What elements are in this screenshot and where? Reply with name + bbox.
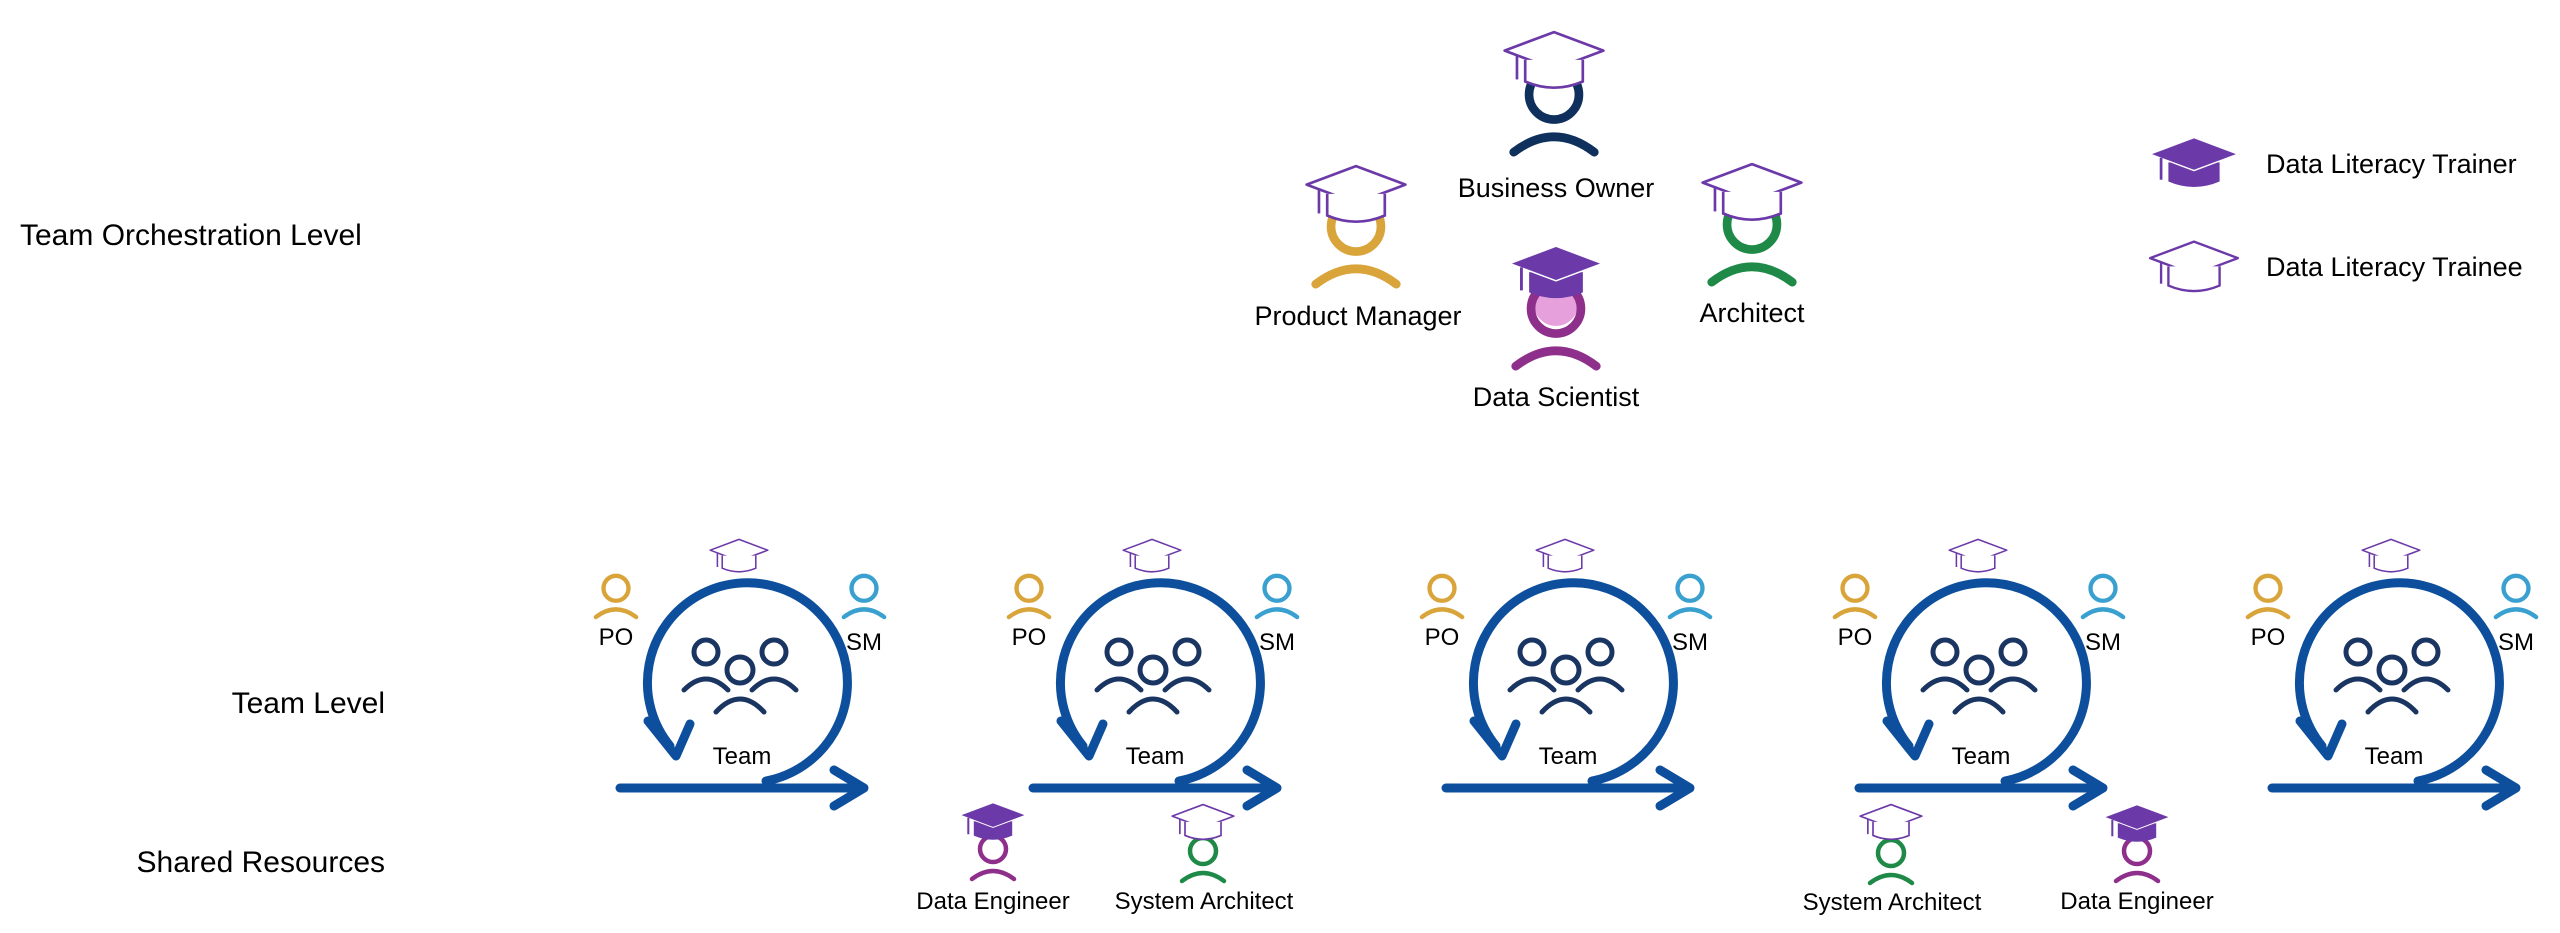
shared-data-engineer-1-trainer-cap-icon — [959, 801, 1027, 841]
team-3-po-label: PO — [1425, 624, 1460, 651]
team-5-po-person-icon — [2248, 576, 2288, 617]
team-2-sm-label: SM — [1259, 629, 1295, 656]
shared-data-engineer-1-person-icon — [972, 836, 1014, 879]
team-5-group-icon — [2336, 640, 2448, 712]
team-4-loop-arrow — [1859, 583, 2103, 806]
team-3-trainee-cap-icon — [1535, 538, 1595, 573]
level-label-orchestration: Team Orchestration Level — [20, 219, 362, 252]
team-unit-3: PO SM Team — [1422, 538, 1710, 806]
shared-data-engineer-2-label: Data Engineer — [2060, 888, 2213, 915]
team-5-label: Team — [2365, 743, 2424, 770]
team-1-loop-arrow — [620, 583, 864, 806]
shared-data-engineer-2: Data Engineer — [2060, 803, 2214, 915]
role-product-manager: Product Manager — [1254, 164, 1462, 331]
team-2-po-person-icon — [1009, 576, 1049, 617]
team-1-po-label: PO — [599, 624, 634, 651]
team-unit-1: PO SM Team — [596, 538, 884, 806]
team-3-po-person-icon — [1422, 576, 1462, 617]
team-3-loop-arrow — [1446, 583, 1690, 806]
team-2-trainee-cap-icon — [1122, 538, 1182, 573]
level-label-shared: Shared Resources — [137, 846, 385, 879]
team-4-po-label: PO — [1838, 624, 1873, 651]
product-manager-label: Product Manager — [1254, 301, 1461, 331]
team-3-group-icon — [1510, 640, 1622, 712]
legend-trainer-cap-icon — [2148, 136, 2240, 189]
team-5-po-label: PO — [2251, 624, 2286, 651]
team-5-loop-arrow — [2272, 583, 2516, 806]
shared-system-architect-1-label: System Architect — [1115, 888, 1294, 915]
shared-system-architect-1-trainee-cap-icon — [1171, 803, 1235, 841]
legend-trainer-label: Data Literacy Trainer — [2266, 149, 2517, 179]
role-business-owner: Business Owner — [1458, 30, 1655, 203]
role-data-scientist: Data Scientist — [1473, 244, 1640, 412]
team-2-sm-person-icon — [1257, 576, 1297, 617]
team-3-sm-person-icon — [1670, 576, 1710, 617]
team-1-sm-label: SM — [846, 629, 882, 656]
product-manager-trainee-cap-icon — [1305, 164, 1407, 224]
team-1-sm-person-icon — [844, 576, 884, 617]
shared-system-architect-2-trainee-cap-icon — [1859, 803, 1923, 841]
team-5-trainee-cap-icon — [2361, 538, 2421, 573]
team-4-group-icon — [1923, 640, 2035, 712]
team-4-po-person-icon — [1835, 576, 1875, 617]
business-owner-trainee-cap-icon — [1503, 30, 1605, 90]
team-unit-4: PO SM Team — [1835, 538, 2123, 806]
team-3-sm-label: SM — [1672, 629, 1708, 656]
team-4-sm-label: SM — [2085, 629, 2121, 656]
shared-data-engineer-2-trainer-cap-icon — [2103, 803, 2171, 843]
shared-system-architect-1-person-icon — [1182, 838, 1224, 881]
shared-data-engineer-1-label: Data Engineer — [916, 888, 1069, 915]
shared-system-architect-2: System Architect — [1803, 803, 1982, 916]
architect-trainee-cap-icon — [1701, 162, 1803, 222]
legend: Data Literacy Trainer Data Literacy Trai… — [2148, 136, 2523, 293]
team-5-sm-label: SM — [2498, 629, 2534, 656]
team-1-label: Team — [713, 743, 772, 770]
team-3-label: Team — [1539, 743, 1598, 770]
team-4-label: Team — [1952, 743, 2011, 770]
team-2-label: Team — [1126, 743, 1185, 770]
business-owner-label: Business Owner — [1458, 173, 1655, 203]
shared-system-architect-2-label: System Architect — [1803, 889, 1982, 916]
team-2-po-label: PO — [1012, 624, 1047, 651]
team-2-group-icon — [1097, 640, 1209, 712]
team-2-loop-arrow — [1033, 583, 1277, 806]
team-unit-2: PO SM Team — [1009, 538, 1297, 806]
role-architect: Architect — [1699, 162, 1805, 328]
team-1-po-person-icon — [596, 576, 636, 617]
level-label-team: Team Level — [232, 687, 385, 720]
team-1-trainee-cap-icon — [709, 538, 769, 573]
team-unit-5: PO SM Team — [2248, 538, 2536, 806]
shared-data-engineer-1: Data Engineer — [916, 801, 1070, 915]
shared-system-architect-2-person-icon — [1870, 840, 1912, 883]
team-4-sm-person-icon — [2083, 576, 2123, 617]
architect-label: Architect — [1699, 298, 1805, 328]
team-4-trainee-cap-icon — [1948, 538, 2008, 573]
legend-trainee-label: Data Literacy Trainee — [2266, 252, 2523, 282]
shared-data-engineer-2-person-icon — [2116, 838, 2158, 881]
data-scientist-label: Data Scientist — [1473, 382, 1640, 412]
data-scientist-trainer-cap-icon — [1508, 244, 1604, 300]
legend-trainee-cap-icon — [2148, 240, 2240, 293]
team-1-group-icon — [684, 640, 796, 712]
shared-system-architect-1: System Architect — [1115, 803, 1294, 915]
team-5-sm-person-icon — [2496, 576, 2536, 617]
